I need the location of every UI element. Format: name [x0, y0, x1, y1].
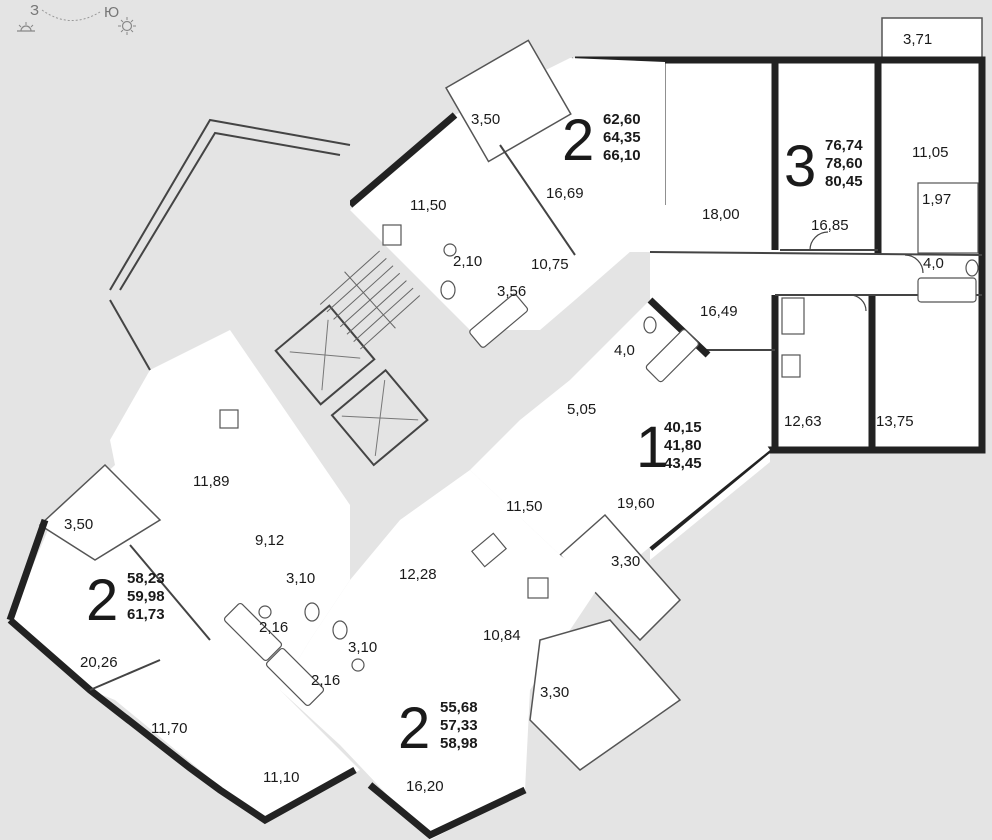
stove-icon [219, 409, 239, 429]
room-area-label: 11,50 [410, 197, 446, 214]
apartment-area: 61,73 [127, 606, 165, 623]
core-stairwell [109, 118, 429, 467]
room-area-label: 19,60 [617, 495, 655, 512]
room-area-label: 11,89 [193, 473, 229, 490]
sun-icon [118, 17, 136, 35]
apartment-area: 62,60 [603, 111, 641, 128]
block-bottom-center [280, 470, 682, 840]
kitchen-sink-icon [781, 297, 805, 335]
room-area-label: 12,28 [399, 566, 437, 583]
apartment-area: 43,45 [664, 455, 702, 472]
room-area-label: 2,10 [453, 253, 482, 270]
apartment-badge-3[interactable]: 3 76,74 78,60 80,45 [784, 134, 863, 199]
apartment-area: 58,23 [127, 570, 165, 587]
apartment-area: 66,10 [603, 147, 641, 164]
apartment-area: 55,68 [440, 699, 478, 716]
compass: З Ю [17, 2, 136, 35]
apartment-area: 57,33 [440, 717, 478, 734]
bathtub-icon [223, 602, 283, 662]
apartment-rooms: 3 [784, 134, 816, 199]
room-area-label: 3,30 [540, 684, 569, 701]
sink-icon [258, 605, 272, 619]
sink-icon [443, 243, 457, 257]
apartment-area: 80,45 [825, 173, 863, 190]
room-area-label: 3,50 [471, 111, 500, 128]
room-area-label: 2,16 [259, 619, 288, 636]
room-area-label: 18,00 [702, 206, 740, 223]
apartment-badge-2-top[interactable]: 2 62,60 64,35 66,10 [562, 108, 641, 173]
sink-icon [351, 658, 365, 672]
block-top-center [347, 39, 665, 348]
balcony-3-30-right [558, 513, 682, 642]
stove-icon [781, 354, 801, 378]
room-area-label: 2,16 [311, 672, 340, 689]
apartment-area: 40,15 [664, 419, 702, 436]
compass-west-label: З [30, 2, 39, 19]
room-area-label: 11,10 [263, 769, 299, 786]
apartment-badge-2-left[interactable]: 2 58,23 59,98 61,73 [86, 568, 165, 633]
room-area-label: 3,56 [497, 283, 526, 300]
toilet-icon [965, 259, 979, 277]
apartment-rooms: 2 [562, 108, 594, 173]
block-left [6, 330, 365, 825]
room-area-label: 5,05 [567, 401, 596, 418]
room-area-label: 3,50 [64, 516, 93, 533]
apartment-badge-1[interactable]: 1 40,15 41,80 43,45 [636, 415, 702, 480]
apartment-badge-2-bottom[interactable]: 2 55,68 57,33 58,98 [398, 696, 478, 761]
room-area-label: 16,69 [546, 185, 584, 202]
room-area-label: 3,10 [348, 639, 377, 656]
room-area-label: 16,20 [406, 778, 444, 795]
stove-icon [527, 577, 549, 599]
room-area-label: 11,70 [151, 720, 187, 737]
balcony-3-30-bottom [529, 619, 682, 771]
apartment-rooms: 1 [636, 415, 668, 480]
apartment-area: 58,98 [440, 735, 478, 752]
room-area-label: 12,63 [784, 413, 822, 430]
bathtub-icon [265, 647, 325, 707]
apartment-area: 78,60 [825, 155, 863, 172]
room-area-label: 16,85 [811, 217, 849, 234]
room-area-label: 10,75 [531, 256, 569, 273]
bathtub-icon [469, 293, 529, 348]
toilet-icon [332, 620, 348, 640]
apartment-area: 76,74 [825, 137, 863, 154]
balcony-3-50-left [38, 463, 162, 561]
stove-icon [382, 224, 402, 246]
toilet-icon [304, 602, 320, 622]
room-area-label: 13,75 [876, 413, 914, 430]
room-area-label: 3,10 [286, 570, 315, 587]
bathtub-icon [645, 329, 699, 383]
room-area-label: 20,26 [80, 654, 118, 671]
room-area-label: 11,50 [506, 498, 542, 515]
room-area-label: 11,05 [912, 144, 948, 161]
apartment-area: 64,35 [603, 129, 641, 146]
toilet-icon [643, 316, 657, 334]
room-area-label: 9,12 [255, 532, 284, 549]
room-area-label: 10,84 [483, 627, 521, 644]
compass-south-label: Ю [104, 4, 119, 21]
room-area-label: 3,30 [611, 553, 640, 570]
room-area-label: 3,71 [903, 31, 932, 48]
block-center-right [470, 297, 770, 642]
sunset-icon [17, 22, 35, 32]
apartment-area: 41,80 [664, 437, 702, 454]
room-area-label: 16,49 [700, 303, 738, 320]
kitchen-sink-icon [471, 532, 507, 568]
room-area-label: 4,0 [614, 342, 635, 359]
toilet-icon [440, 280, 456, 300]
room-labels: 3,71 3,50 11,50 16,69 18,00 11,05 16,85 … [64, 31, 951, 795]
apartment-rooms: 2 [398, 696, 430, 761]
apartment-rooms: 2 [86, 568, 118, 633]
apartment-area: 59,98 [127, 588, 165, 605]
balcony-3-71 [881, 17, 983, 59]
room-area-label: 1,97 [922, 191, 951, 208]
balcony-3-50-top [445, 39, 572, 163]
bathtub-icon [917, 277, 977, 303]
room-area-label: 4,0 [923, 255, 944, 272]
